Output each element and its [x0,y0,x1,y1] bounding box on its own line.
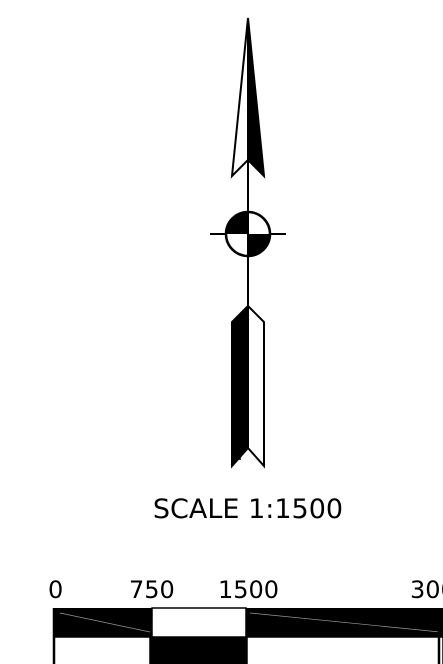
scale-bar-diagonal-1 [59,612,151,633]
scale-tick-label-750: 750 [129,576,175,604]
compass-quadrant-bottom-right [248,234,270,256]
scale-tick-label-1500: 1500 [218,576,279,604]
scale-bar-top-segment-1 [54,608,152,637]
scale-bar-top-segment-2 [151,607,247,638]
scale-bar-bottom-segment-2 [150,637,247,664]
north-arrow [210,17,286,469]
tail-feather-white-half [247,303,265,469]
scale-bar-diagonal-2 [249,612,441,633]
north-arrowhead-white-half [230,17,249,179]
scale-bar-bottom-segment-3 [246,636,443,664]
north-arrowhead-black-half [247,17,266,179]
scale-bar-bottom-segment-1 [53,636,151,664]
scale-tick-label-0: 0 [48,576,63,604]
scale-bar: 0 750 1500 3000 [48,576,443,664]
scale-tick-label-3000: 3000 [410,576,443,604]
scale-ratio-label: SCALE 1:1500 [153,494,343,525]
compass-quadrant-top-left [226,212,248,234]
